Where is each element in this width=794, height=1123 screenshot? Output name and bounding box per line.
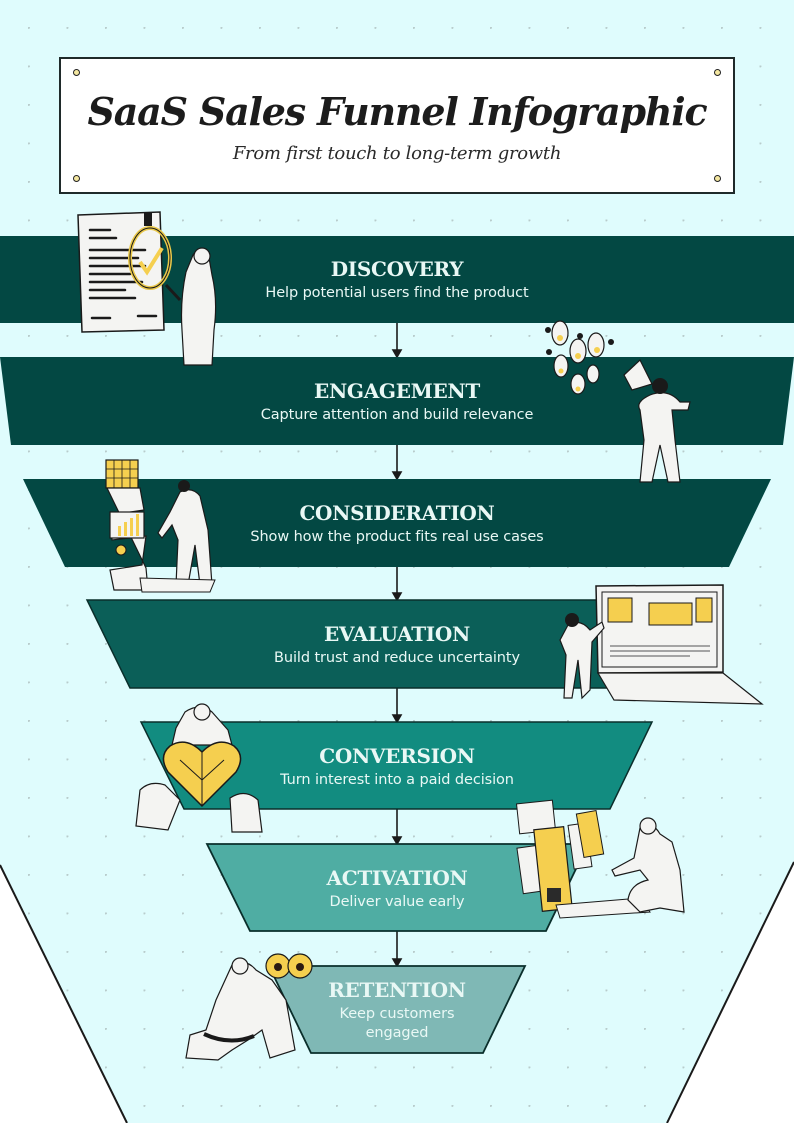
band-activation <box>205 843 590 932</box>
band-consideration <box>23 479 771 567</box>
title-card: SaaS Sales Funnel Infographic From first… <box>59 57 735 194</box>
stage-description: Help potential users find the product <box>265 285 529 301</box>
stage-name: CONVERSION <box>319 744 475 768</box>
stage-conversion: CONVERSION Turn interest into a paid dec… <box>0 744 794 790</box>
stage-name: ACTIVATION <box>326 866 468 890</box>
stage-description: Capture attention and build relevance <box>260 407 534 423</box>
laptop-dashboard-illustration <box>559 584 764 705</box>
stage-name: CONSIDERATION <box>299 501 495 525</box>
stage-name: ENGAGEMENT <box>314 379 480 403</box>
page-title: SaaS Sales Funnel Infographic <box>87 89 708 134</box>
stage-description: Deliver value early <box>329 894 465 910</box>
corner-dot-icon <box>73 69 80 76</box>
band-conversion <box>139 721 654 810</box>
stage-description: Show how the product fits real use cases <box>250 529 544 545</box>
stage-description: Keep customers engaged <box>339 1006 455 1041</box>
corner-dot-icon <box>714 175 721 182</box>
stage-engagement: ENGAGEMENT Capture attention and build r… <box>0 379 794 425</box>
band-retention <box>267 965 527 1054</box>
stage-connectors <box>391 323 403 968</box>
stage-activation: ACTIVATION Deliver value early <box>0 866 794 912</box>
corner-dot-icon <box>714 69 721 76</box>
megaphone-faces-illustration <box>545 320 691 483</box>
stage-description: Turn interest into a paid decision <box>280 772 514 788</box>
puzzle-heart-illustration <box>135 703 263 833</box>
stage-name: DISCOVERY <box>330 257 464 281</box>
stage-consideration: CONSIDERATION Show how the product fits … <box>0 501 794 547</box>
binoculars-illustration <box>185 953 313 1061</box>
stage-name: EVALUATION <box>324 622 470 646</box>
page-subtitle: From first touch to long-term growth <box>232 143 562 164</box>
stage-evaluation: EVALUATION Build trust and reduce uncert… <box>0 622 794 668</box>
folded-report-illustration <box>105 459 216 593</box>
stage-description: Build trust and reduce uncertainty <box>274 650 520 666</box>
document-magnifier-illustration <box>77 211 217 366</box>
corner-dot-icon <box>73 175 80 182</box>
stage-discovery: DISCOVERY Help potential users find the … <box>0 257 794 303</box>
stage-retention: RETENTION Keep customers engaged <box>317 978 477 1043</box>
onboarding-screens-illustration <box>515 799 685 919</box>
stage-name: RETENTION <box>328 978 466 1002</box>
